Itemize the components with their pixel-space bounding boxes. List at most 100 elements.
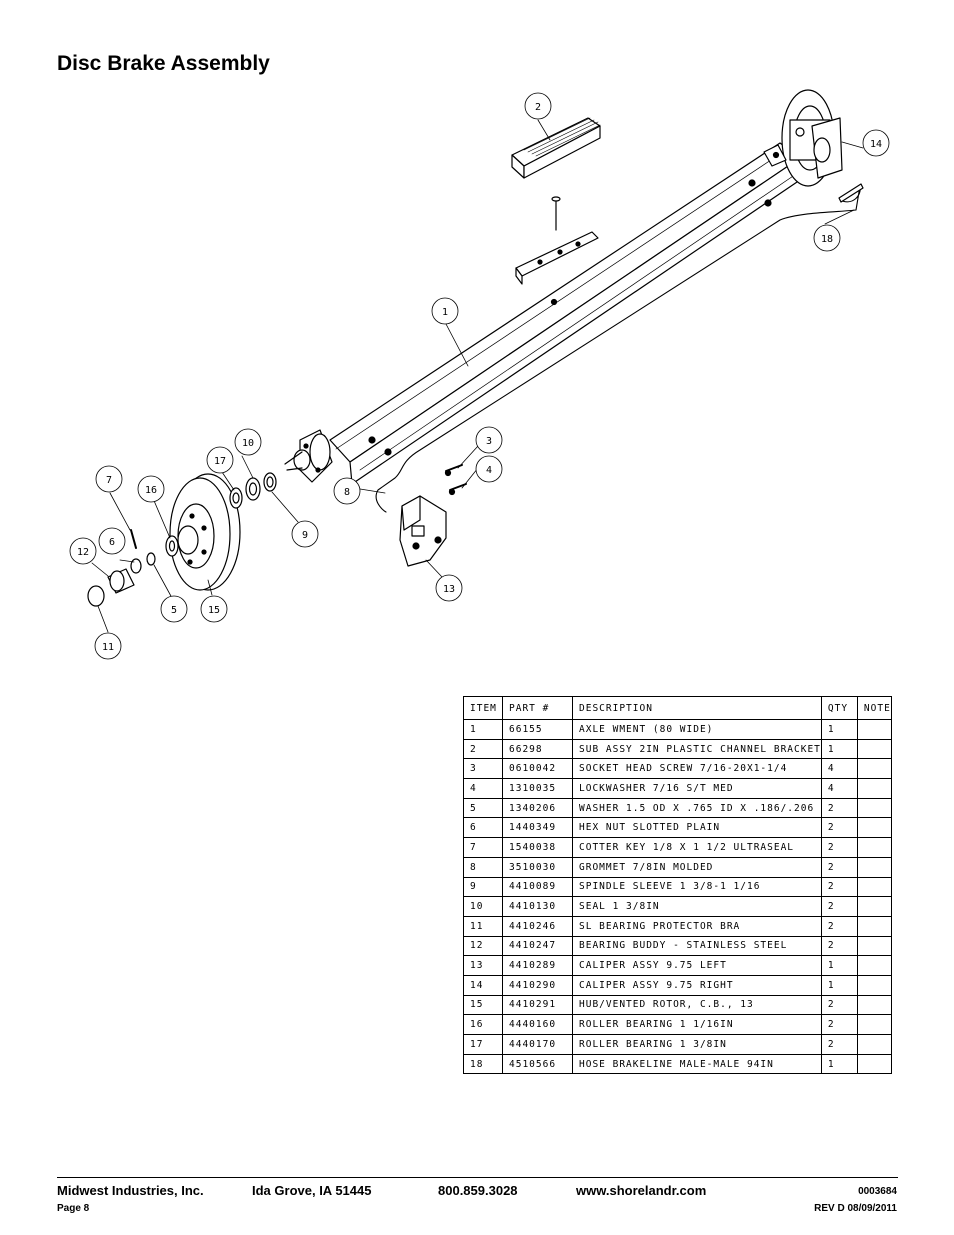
cell-description: COTTER KEY 1/8 X 1 1/2 ULTRASEAL xyxy=(572,837,822,858)
cell-description: AXLE WMENT (80 WIDE) xyxy=(572,719,822,740)
cell-item: 7 xyxy=(463,837,503,858)
cell-item: 6 xyxy=(463,817,503,839)
header-qty: QTY xyxy=(820,696,858,720)
cell-note xyxy=(856,738,892,760)
cell-part: 4410290 xyxy=(502,974,573,996)
cell-description: HUB/VENTED ROTOR, C.B., 13 xyxy=(572,994,822,1016)
cell-qty: 1 xyxy=(820,1053,858,1075)
cell-qty: 2 xyxy=(820,856,858,878)
cell-description: BEARING BUDDY - STAINLESS STEEL xyxy=(572,935,822,957)
footer-divider xyxy=(57,1177,898,1178)
header-item: ITEM xyxy=(463,696,503,720)
header-part: PART # xyxy=(502,696,573,720)
callout-13: 13 xyxy=(443,584,455,595)
axle-tube xyxy=(329,142,803,485)
callout-18: 18 xyxy=(821,234,833,245)
cell-note xyxy=(856,896,892,917)
callout-9: 9 xyxy=(302,530,308,541)
footer-doc-number: 0003684 xyxy=(858,1186,897,1197)
cell-part: 4410089 xyxy=(502,876,573,898)
cell-item: 16 xyxy=(463,1014,503,1035)
footer-revision: REV D 08/09/2011 xyxy=(814,1203,897,1214)
callout-7: 7 xyxy=(106,475,112,486)
header-description: DESCRIPTION xyxy=(572,696,822,720)
cell-qty: 4 xyxy=(820,758,858,780)
header-note: NOTE xyxy=(856,696,892,720)
cell-note xyxy=(856,778,892,799)
callout-8: 8 xyxy=(344,487,350,498)
cell-part: 3510030 xyxy=(502,856,573,878)
hub-rotor xyxy=(169,473,241,591)
callout-balloons: 2 14 18 1 3 4 8 10 17 9 7 16 6 12 5 15 1… xyxy=(69,92,890,660)
cell-item: 8 xyxy=(463,856,503,878)
cell-description: ROLLER BEARING 1 3/8IN xyxy=(572,1034,822,1055)
cell-item: 4 xyxy=(463,778,503,799)
cell-qty: 2 xyxy=(820,817,858,839)
cell-item: 14 xyxy=(463,974,503,996)
cell-qty: 1 xyxy=(820,974,858,996)
cell-qty: 2 xyxy=(820,935,858,957)
table-header-row: ITEM PART # DESCRIPTION QTY NOTE xyxy=(463,696,892,720)
cell-note xyxy=(856,915,892,937)
cell-description: HEX NUT SLOTTED PLAIN xyxy=(572,817,822,839)
cell-qty: 2 xyxy=(820,896,858,917)
callout-4: 4 xyxy=(486,465,492,476)
cell-note xyxy=(856,974,892,996)
cell-qty: 2 xyxy=(820,876,858,898)
cell-part: 1440349 xyxy=(502,817,573,839)
exploded-parts-diagram: 2 14 18 1 3 4 8 10 17 9 7 16 6 12 5 15 1… xyxy=(69,89,890,660)
cell-qty: 2 xyxy=(820,837,858,858)
cell-part: 66155 xyxy=(502,719,573,740)
cell-description: SL BEARING PROTECTOR BRA xyxy=(572,915,822,937)
cell-item: 15 xyxy=(463,994,503,1016)
cell-qty: 1 xyxy=(820,738,858,760)
cell-note xyxy=(856,876,892,898)
callout-15: 15 xyxy=(208,605,220,616)
cell-item: 9 xyxy=(463,876,503,898)
cell-item: 18 xyxy=(463,1053,503,1075)
cell-description: HOSE BRAKELINE MALE-MALE 94IN xyxy=(572,1053,822,1075)
cell-description: SPINDLE SLEEVE 1 3/8-1 1/16 xyxy=(572,876,822,898)
cell-description: LOCKWASHER 7/16 S/T MED xyxy=(572,778,822,799)
cell-note xyxy=(856,1014,892,1035)
cell-description: GROMMET 7/8IN MOLDED xyxy=(572,856,822,878)
cell-qty: 1 xyxy=(820,719,858,740)
cell-note xyxy=(856,1034,892,1055)
footer-website[interactable]: www.shorelandr.com xyxy=(576,1183,707,1198)
cell-item: 10 xyxy=(463,896,503,917)
cell-description: SEAL 1 3/8IN xyxy=(572,896,822,917)
cell-part: 0610042 xyxy=(502,758,573,780)
cell-part: 4410291 xyxy=(502,994,573,1016)
cell-description: SUB ASSY 2IN PLASTIC CHANNEL BRACKET xyxy=(572,738,822,760)
cell-note xyxy=(856,994,892,1016)
cell-note xyxy=(856,817,892,839)
cell-note xyxy=(856,758,892,780)
callout-16: 16 xyxy=(145,485,157,496)
cell-item: 2 xyxy=(463,738,503,760)
cell-qty: 4 xyxy=(820,778,858,799)
cell-description: SOCKET HEAD SCREW 7/16-20X1-1/4 xyxy=(572,758,822,780)
footer-city: Ida Grove, IA 51445 xyxy=(252,1183,372,1198)
brake-line xyxy=(375,185,861,513)
leader-lines xyxy=(91,119,864,633)
cell-part: 4510566 xyxy=(502,1053,573,1075)
callout-3: 3 xyxy=(486,436,492,447)
cell-qty: 2 xyxy=(820,994,858,1016)
page-title: Disc Brake Assembly xyxy=(57,52,270,75)
cell-item: 1 xyxy=(463,719,503,740)
cell-description: ROLLER BEARING 1 1/16IN xyxy=(572,1014,822,1035)
callout-10: 10 xyxy=(242,438,254,449)
left-spindle xyxy=(284,429,333,483)
